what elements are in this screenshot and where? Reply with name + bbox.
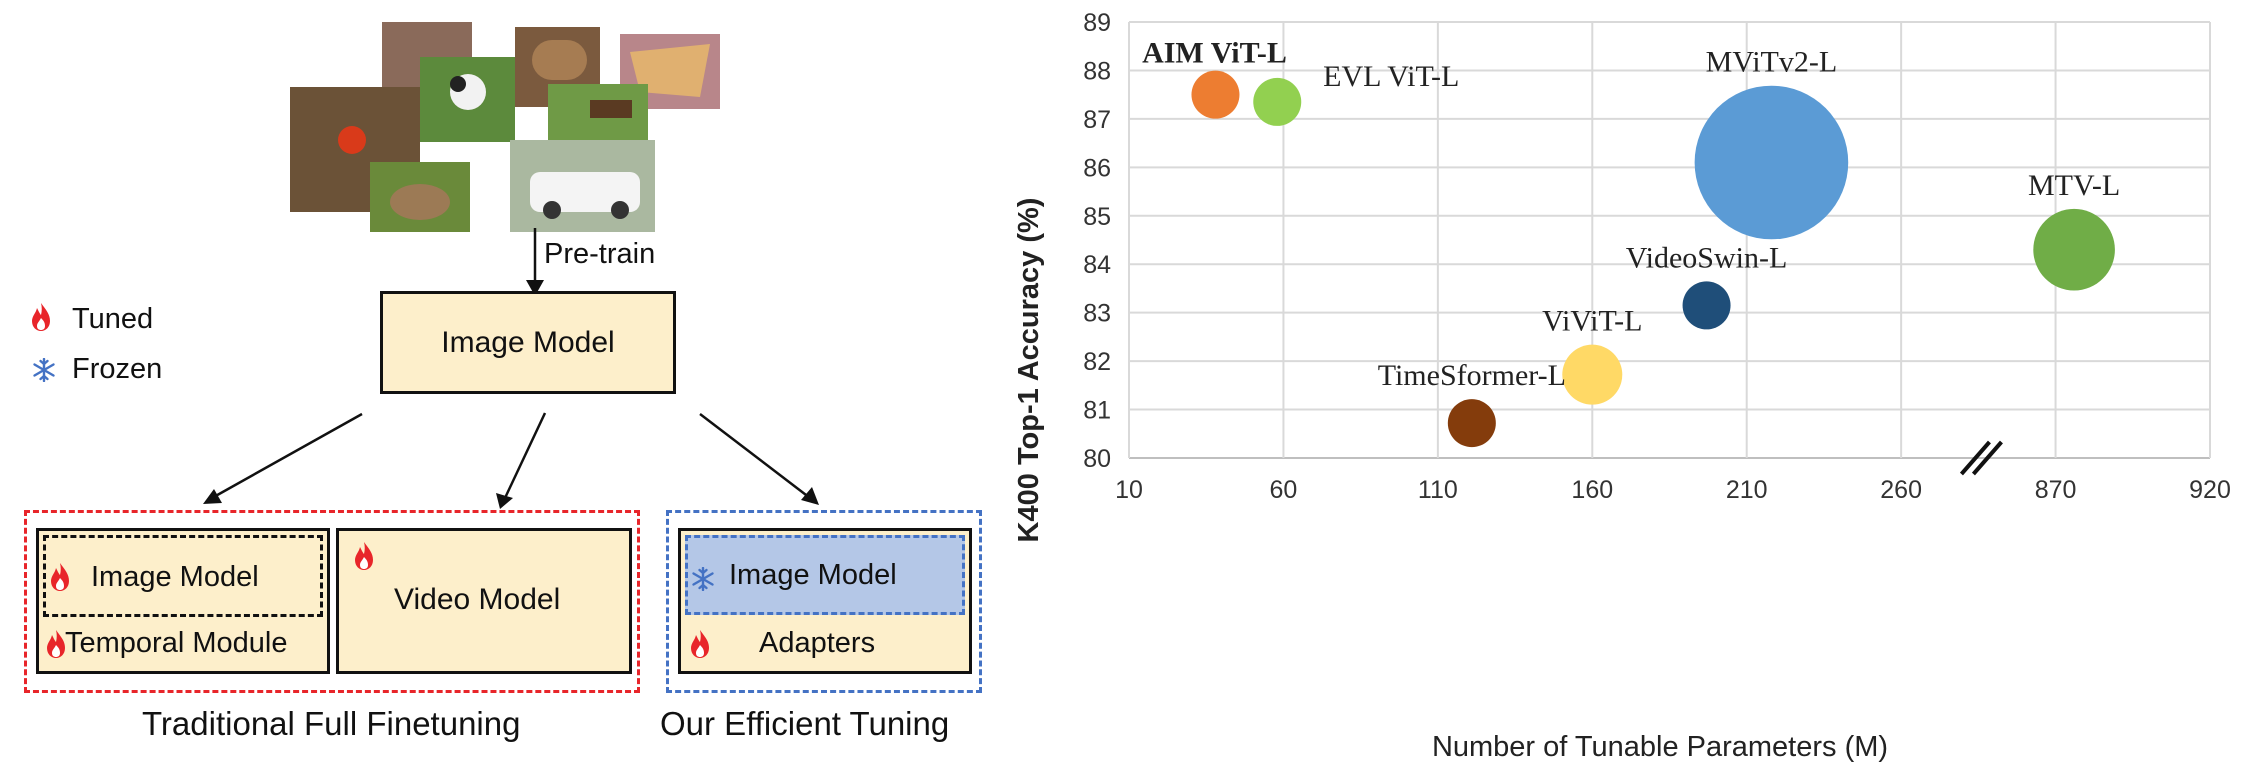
data-point: [2033, 208, 2115, 291]
video-model-box: Video Model: [336, 528, 632, 674]
efficient-caption: Our Efficient Tuning: [660, 705, 950, 742]
x-tick-labels: 10 60 110 160 210 260 870 920: [1115, 476, 2231, 504]
flame-icon: [47, 630, 65, 658]
temporal-module-label: Temporal Module: [65, 627, 288, 659]
point-label: EVL ViT-L: [1323, 60, 1459, 93]
efficient-image-adapter-box: Image Model Adapters: [678, 528, 972, 674]
point-label: AIM ViT-L: [1142, 37, 1287, 70]
image-collage-icon: [290, 22, 720, 254]
pretrain-label: Pre-train: [544, 238, 656, 270]
data-point: [1562, 344, 1623, 405]
traditional-finetuning-group: [24, 510, 640, 693]
traditional-caption: Traditional Full Finetuning: [142, 705, 521, 742]
frozen-image-model-box: [685, 535, 965, 615]
y-tick-label: 80: [1083, 445, 1111, 473]
y-tick-label: 89: [1083, 9, 1111, 37]
y-tick-label: 88: [1083, 57, 1111, 85]
y-tick-label: 84: [1083, 251, 1111, 279]
point-labels: AIM ViT-L EVL ViT-L MViTv2-L MTV-L VideoSwin…: [1142, 37, 2120, 392]
axis-break-slash: [1971, 440, 2003, 476]
y-tick-label: 87: [1083, 106, 1111, 134]
traditional-image-temporal-box: Image Model Temporal Module: [36, 528, 330, 674]
point-label: MTV-L: [2028, 169, 2120, 202]
image-model-box: Image Model: [380, 291, 676, 394]
x-tick-label: 160: [1571, 476, 1613, 504]
flame-icon: [691, 630, 709, 658]
point-label: MViTv2-L: [1706, 46, 1838, 79]
pretrain-images-collage: [290, 22, 730, 254]
data-points: [1191, 70, 2115, 448]
x-axis-label: Number of Tunable Parameters (M): [1432, 731, 1888, 763]
branch-arrows: [203, 412, 819, 509]
snowflake-icon: [692, 567, 714, 591]
chart-grid: [1128, 21, 2211, 459]
video-model-label: Video Model: [394, 583, 561, 616]
efficient-tuning-group: [666, 510, 982, 693]
x-tick-label: 870: [2035, 476, 2077, 504]
point-label: TimeSformer-L: [1378, 359, 1566, 392]
x-tick-label: 260: [1880, 476, 1922, 504]
x-tick-label: 920: [2189, 476, 2231, 504]
y-tick-label: 81: [1083, 397, 1111, 425]
data-point: [1447, 399, 1496, 448]
pretrain-arrow: [526, 228, 544, 296]
traditional-image-model-label: Image Model: [91, 561, 259, 593]
y-tick-label: 82: [1083, 348, 1111, 376]
y-tick-label: 85: [1083, 203, 1111, 231]
x-tick-label: 210: [1726, 476, 1768, 504]
y-tick-label: 86: [1083, 154, 1111, 182]
axis-break-slash: [1959, 440, 1991, 476]
data-point: [1694, 85, 1849, 240]
flame-icon: [355, 542, 373, 570]
flame-icon: [51, 563, 69, 591]
scatter-chart: 80 81 82 83 84 85 86 87 88 89 10 60 110 160 210 260 870…: [1013, 9, 2231, 763]
axis-break-mark: [1959, 440, 2003, 476]
y-tick-label: 83: [1083, 300, 1111, 328]
point-label: VideoSwin-L: [1626, 241, 1788, 274]
data-point: [1253, 77, 1302, 126]
data-point: [1191, 70, 1240, 119]
x-tick-label: 110: [1418, 476, 1458, 504]
y-axis-label: K400 Top-1 Accuracy (%): [1013, 198, 1045, 543]
traditional-image-model-box: [43, 535, 323, 617]
legend-frozen: Frozen: [72, 353, 163, 385]
flame-icon: [32, 303, 50, 331]
efficient-image-model-label: Image Model: [729, 559, 897, 591]
image-model-label: Image Model: [441, 325, 615, 359]
adapters-label: Adapters: [759, 627, 876, 659]
y-tick-labels: 80 81 82 83 84 85 86 87 88 89: [1083, 9, 1111, 473]
x-tick-label: 60: [1270, 476, 1298, 504]
x-tick-label: 10: [1115, 476, 1143, 504]
snowflake-icon: [33, 358, 55, 382]
data-point: [1682, 281, 1731, 330]
legend-tuned: Tuned: [72, 303, 154, 335]
point-label: ViViT-L: [1542, 305, 1642, 338]
